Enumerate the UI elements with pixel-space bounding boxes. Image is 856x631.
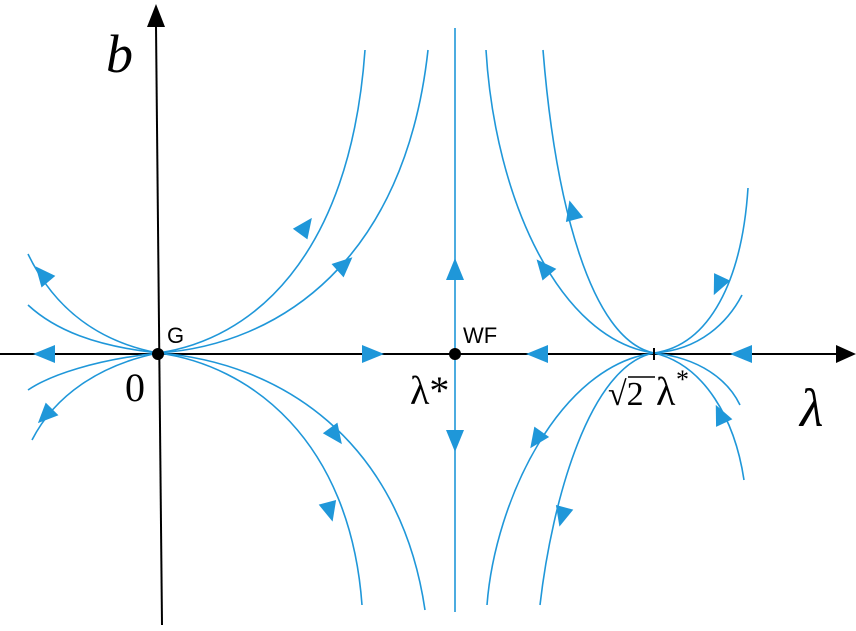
arrow-down-icon [446,430,464,452]
flow-line [27,304,159,354]
flow-line [27,352,159,391]
b-axis-arrowhead [147,4,165,27]
flow-line [27,253,159,354]
arrow-left-icon [33,345,55,363]
flow-line [157,49,429,354]
flow-line [485,49,655,354]
b-axis-label: b [106,24,133,84]
flow-line [653,294,743,354]
arrow-icon [35,266,56,288]
flow-line [539,352,655,606]
point-label-g: G [167,323,184,348]
flow-line [542,49,655,354]
flow-lines-node [485,49,749,606]
arrow-up-icon [446,258,464,280]
arrow-icon [318,500,337,522]
lambda-text: λ [656,369,676,414]
flow-line [653,187,749,354]
arrow-icon [322,422,342,445]
sqrt2-text: √2 [608,376,644,413]
flow-line [653,352,741,406]
arrow-icon [331,257,353,278]
lambda-axis-label: λ [798,378,823,438]
lambda-axis-arrowhead [836,345,856,363]
flow-line [653,352,745,481]
fixed-point-wf [449,348,461,360]
arrow-icon [536,259,557,281]
flow-line [157,352,363,606]
arrow-icon [565,200,584,222]
arrow-icon [713,273,731,296]
point-label-lambda-star: λ* [410,368,449,413]
arrow-right-icon [362,345,384,363]
flow-line [157,352,426,611]
flow-arrows [33,200,752,527]
fixed-point-g [152,348,164,360]
arrow-left-icon [730,345,752,363]
point-label-zero: 0 [125,365,145,410]
point-label-sqrt2-lambda-star: √2 λ * [608,365,689,414]
flow-line [486,352,655,606]
arrow-icon [530,426,550,449]
arrow-left-icon [526,345,548,363]
point-label-wf: WF [463,323,497,348]
arrow-icon [292,217,312,240]
arrow-icon [715,404,733,427]
flow-line [31,352,159,441]
arrow-icon [37,402,59,424]
star-text: * [676,365,689,394]
flow-line [157,49,366,354]
flow-lines-g [27,49,429,611]
arrow-icon [555,505,574,527]
b-axis [155,25,163,626]
